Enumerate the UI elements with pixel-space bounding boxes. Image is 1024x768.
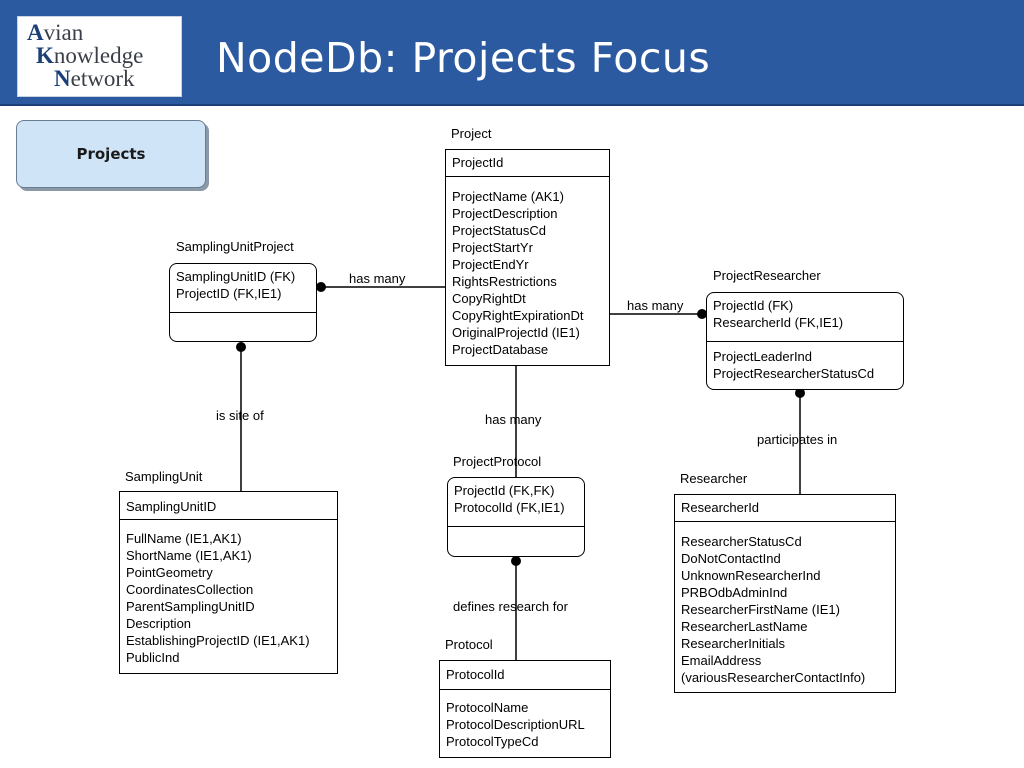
entity-researcher[interactable]: ResearcherId ResearcherStatusCd DoNotCon… [674, 494, 896, 693]
sup-key: SamplingUnitID (FK) [176, 269, 296, 284]
su-attr: CoordinatesCollection [126, 582, 254, 597]
pp-divider [448, 526, 584, 527]
dot-sup [316, 282, 326, 292]
su-divider [120, 519, 337, 520]
header-rule [0, 104, 1024, 106]
entity-protocol[interactable]: ProtocolId ProtocolName ProtocolDescript… [439, 660, 611, 758]
projects-focus-label: Projects [76, 145, 146, 163]
entity-project[interactable]: ProjectId ProjectName (AK1) ProjectDescr… [445, 149, 610, 366]
logo-line-2: Knowledge [36, 43, 144, 68]
protocol-divider [440, 689, 610, 690]
rel-label-project-researcher: has many [627, 298, 684, 313]
entity-name-sampling-unit: SamplingUnit [125, 469, 203, 484]
dot-res-pr [795, 388, 805, 398]
res-attr: (variousResearcherContactInfo) [681, 670, 866, 685]
res-key: ResearcherId [681, 500, 760, 515]
entity-name-project: Project [451, 126, 492, 141]
pr-divider [707, 341, 903, 342]
su-attr: PointGeometry [126, 565, 213, 580]
sup-divider [170, 312, 316, 313]
pp-key-section: ProjectId (FK,FK) ProtocolId (FK,IE1) [448, 482, 584, 516]
project-attr: ProjectName (AK1) [452, 189, 564, 204]
protocol-key: ProtocolId [446, 667, 505, 682]
res-key-section: ResearcherId [675, 499, 895, 516]
entity-name-sampling-unit-project: SamplingUnitProject [176, 239, 294, 254]
project-attr: CopyRightDt [452, 291, 526, 306]
su-attr: PublicInd [126, 650, 180, 665]
pr-attributes: ProjectLeaderInd ProjectResearcherStatus… [707, 348, 903, 382]
project-attr: RightsRestrictions [452, 274, 557, 289]
res-attr: ResearcherInitials [681, 636, 786, 651]
project-attr: CopyRightExpirationDt [452, 308, 584, 323]
res-attributes: ResearcherStatusCd DoNotContactInd Unkno… [675, 533, 895, 686]
project-key: ProjectId [452, 155, 504, 170]
project-attr: ProjectStartYr [452, 240, 533, 255]
su-key-section: SamplingUnitID [120, 498, 337, 515]
protocol-attributes: ProtocolName ProtocolDescriptionURL Prot… [440, 699, 610, 750]
su-attr: FullName (IE1,AK1) [126, 531, 242, 546]
pr-key-section: ProjectId (FK) ResearcherId (FK,IE1) [707, 297, 903, 331]
pp-key: ProjectId (FK,FK) [454, 483, 555, 498]
rel-label-project-sup: has many [349, 271, 406, 286]
entity-name-project-protocol: ProjectProtocol [453, 454, 542, 469]
project-attributes: ProjectName (AK1) ProjectDescription Pro… [446, 188, 609, 358]
protocol-attr: ProtocolName [446, 700, 529, 715]
sup-key-section: SamplingUnitID (FK) ProjectID (FK,IE1) [170, 268, 316, 302]
dot-pr [697, 309, 707, 319]
res-attr: ResearcherStatusCd [681, 534, 802, 549]
project-divider [446, 176, 609, 177]
pp-key: ProtocolId (FK,IE1) [454, 500, 565, 515]
avian-knowledge-network-logo: Avian Knowledge Network [17, 16, 182, 97]
entity-name-protocol: Protocol [445, 637, 493, 652]
pr-key: ResearcherId (FK,IE1) [713, 315, 844, 330]
su-attr: Description [126, 616, 192, 631]
page-title: NodeDb: Projects Focus [216, 34, 711, 82]
protocol-key-section: ProtocolId [440, 666, 610, 683]
protocol-attr: ProtocolDescriptionURL [446, 717, 585, 732]
res-attr: PRBOdbAdminInd [681, 585, 788, 600]
rel-label-researcher-pr: participates in [757, 432, 838, 447]
pr-attr: ProjectResearcherStatusCd [713, 366, 875, 381]
rel-label-protocol-pp: defines research for [453, 599, 568, 614]
entity-name-researcher: Researcher [680, 471, 748, 486]
projects-focus-button[interactable]: Projects [16, 120, 206, 188]
res-divider [675, 521, 895, 522]
protocol-attr: ProtocolTypeCd [446, 734, 539, 749]
project-key-section: ProjectId [446, 154, 609, 171]
entity-sampling-unit[interactable]: SamplingUnitID FullName (IE1,AK1) ShortN… [119, 491, 338, 674]
su-attributes: FullName (IE1,AK1) ShortName (IE1,AK1) P… [120, 530, 337, 666]
project-attr: ProjectStatusCd [452, 223, 546, 238]
dot-su-sup [236, 342, 246, 352]
res-attr: DoNotContactInd [681, 551, 781, 566]
res-attr: EmailAddress [681, 653, 762, 668]
res-attr: ResearcherLastName [681, 619, 808, 634]
project-attr: ProjectEndYr [452, 257, 529, 272]
su-attr: ShortName (IE1,AK1) [126, 548, 252, 563]
su-attr: EstablishingProjectID (IE1,AK1) [126, 633, 310, 648]
dot-protocol-pp [511, 556, 521, 566]
entity-project-researcher[interactable]: ProjectId (FK) ResearcherId (FK,IE1) Pro… [706, 292, 904, 390]
entity-sampling-unit-project[interactable]: SamplingUnitID (FK) ProjectID (FK,IE1) [169, 263, 317, 342]
rel-label-project-protocol: has many [485, 412, 542, 427]
su-attr: ParentSamplingUnitID [126, 599, 255, 614]
project-attr: ProjectDatabase [452, 342, 549, 357]
res-attr: ResearcherFirstName (IE1) [681, 602, 840, 617]
entity-project-protocol[interactable]: ProjectId (FK,FK) ProtocolId (FK,IE1) [447, 477, 585, 557]
project-attr: OriginalProjectId (IE1) [452, 325, 580, 340]
logo-line-3: Network [54, 66, 135, 91]
logo-line-1: Avian [27, 20, 84, 45]
rel-label-su-sup: is site of [216, 408, 264, 423]
su-key: SamplingUnitID [126, 499, 217, 514]
project-attr: ProjectDescription [452, 206, 558, 221]
entity-name-project-researcher: ProjectResearcher [713, 268, 821, 283]
sup-key: ProjectID (FK,IE1) [176, 286, 282, 301]
pr-attr: ProjectLeaderInd [713, 349, 813, 364]
res-attr: UnknownResearcherInd [681, 568, 821, 583]
pr-key: ProjectId (FK) [713, 298, 794, 313]
